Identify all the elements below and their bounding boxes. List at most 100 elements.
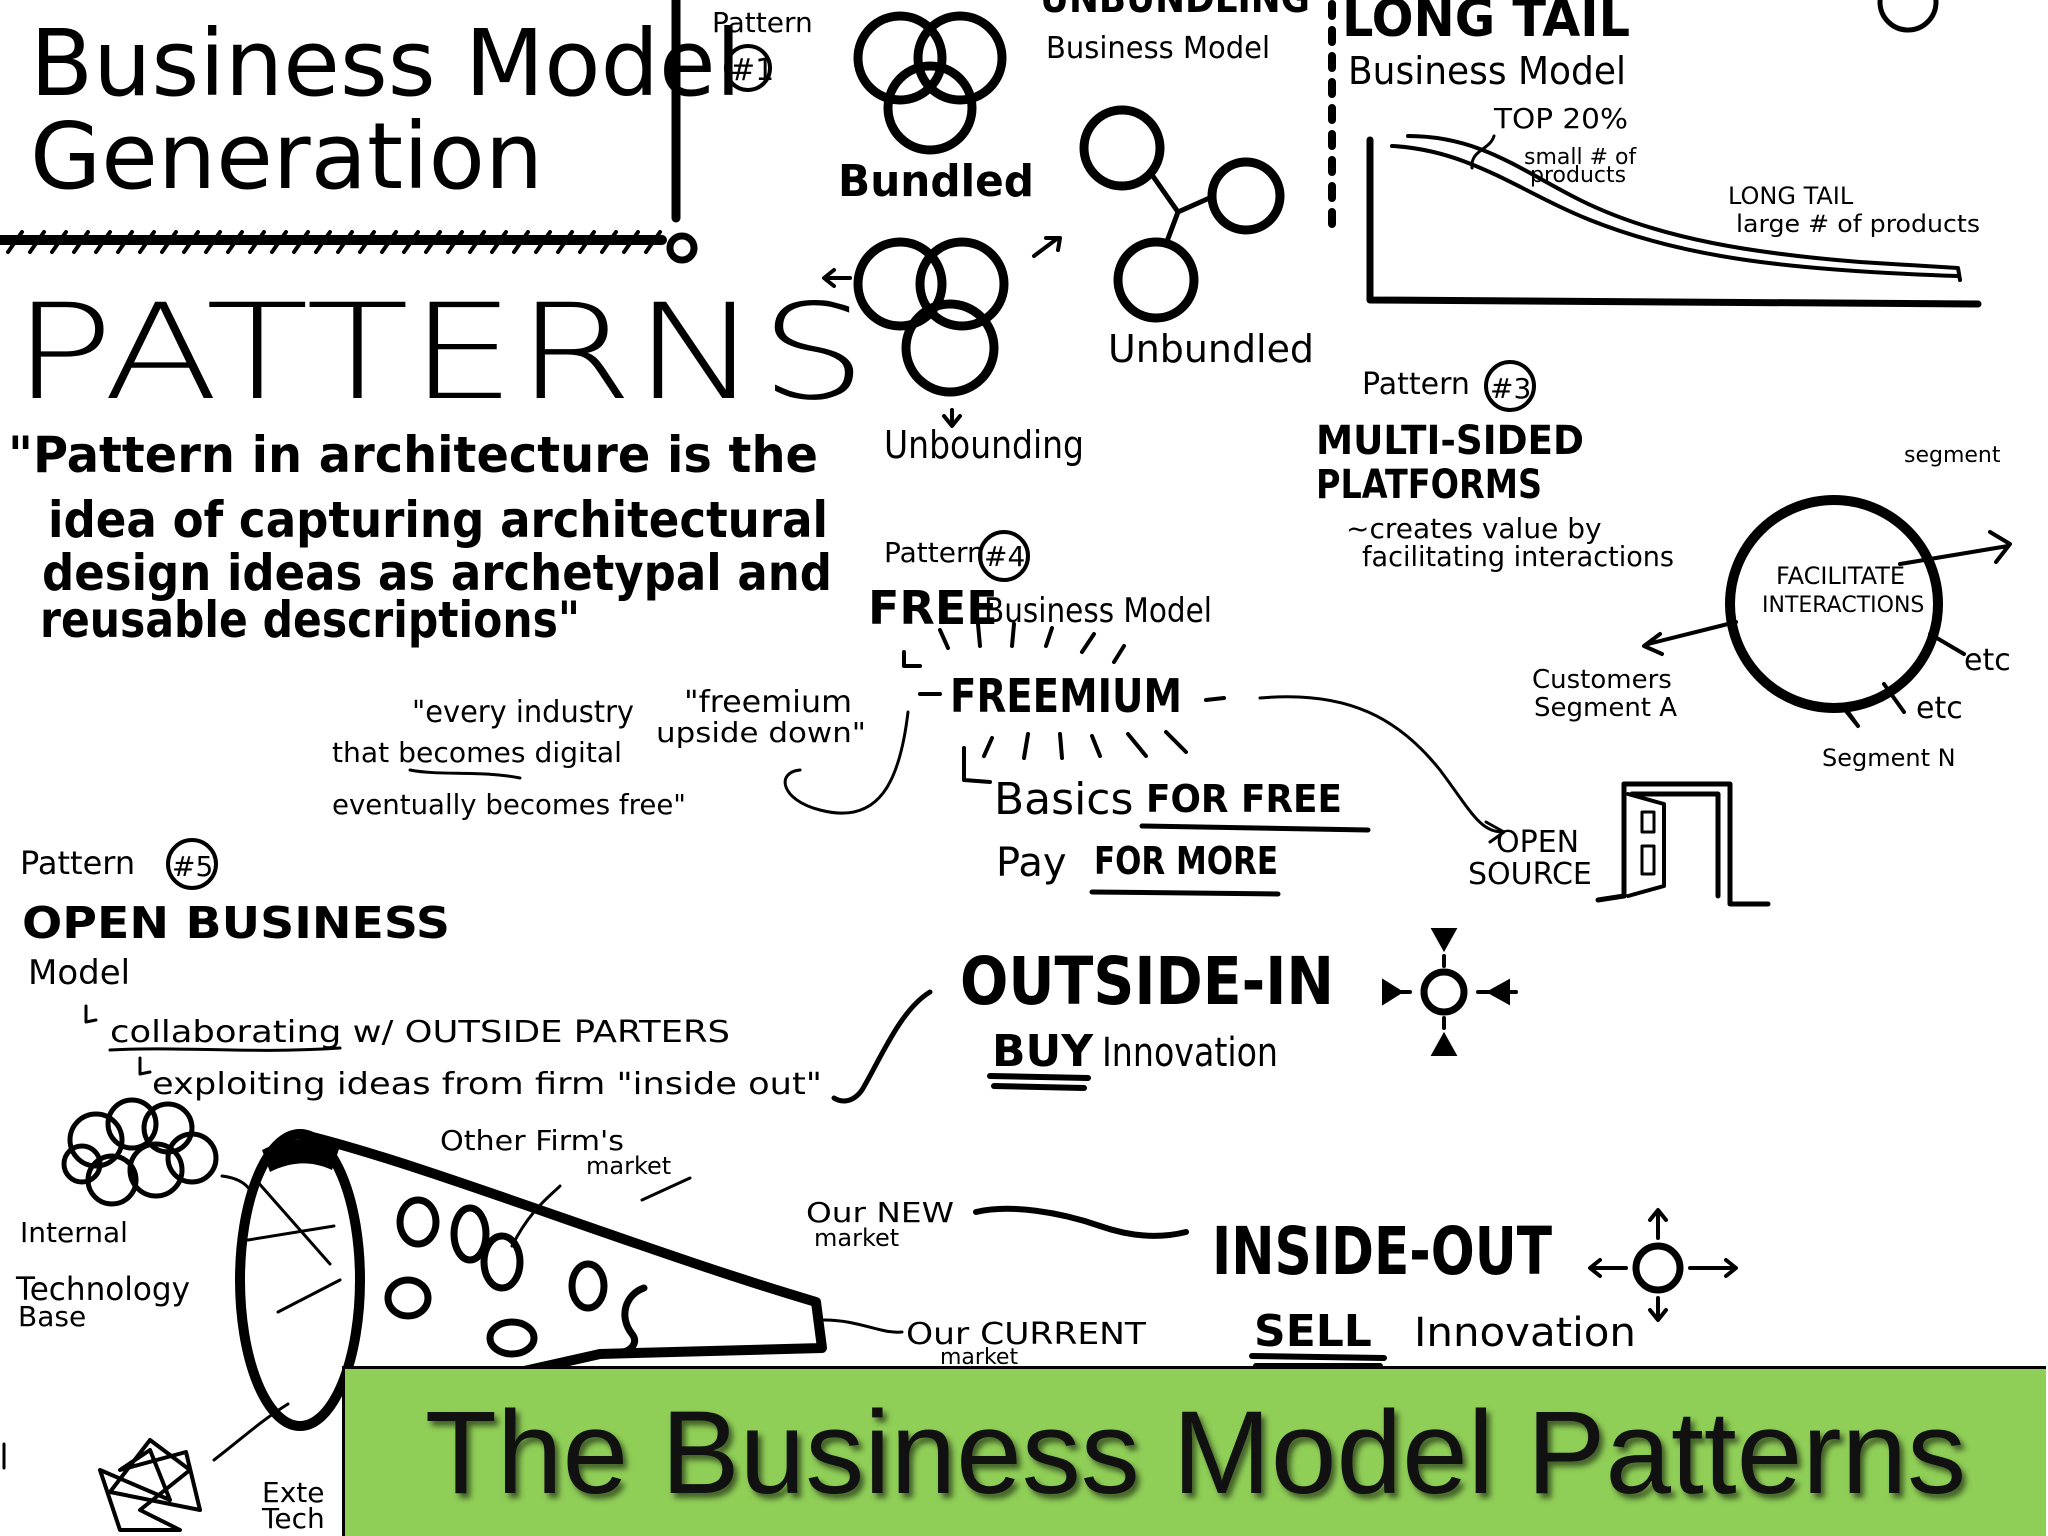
pattern4-quote-underline: [408, 768, 522, 780]
header-title-line2: Generation: [30, 103, 543, 210]
pattern5-label: Pattern: [20, 844, 135, 882]
open-innovation-funnel-icon: [61, 1097, 904, 1532]
banner-title: The Business Model Patterns: [424, 1386, 1967, 1519]
internal-line3: Base: [18, 1300, 86, 1333]
outside-in-connector: [831, 989, 933, 1104]
pattern2-title: LONG TAIL: [1342, 0, 1630, 49]
quote-line: "Pattern in architecture is the: [8, 426, 818, 484]
pattern3-label: Pattern: [1362, 367, 1470, 402]
pattern4-basics: Basics: [994, 774, 1133, 825]
pattern2-longtail-line2: large # of products: [1736, 210, 1980, 238]
pattern4-number-circle: [978, 530, 1030, 582]
buy-underline: [987, 1073, 1091, 1091]
freemium-burst-icon: [902, 622, 1226, 784]
pattern4-open-line1: OPEN: [1496, 825, 1579, 860]
patterns-heading: PATTERNS: [12, 276, 867, 430]
pattern4-quote1-line1: "every industry: [412, 695, 634, 730]
pattern1-number: #1: [730, 53, 774, 88]
outside-in-title: OUTSIDE-IN: [960, 943, 1334, 1020]
pattern4-for-more: FOR MORE: [1094, 839, 1278, 883]
pattern1-label: Pattern: [712, 6, 813, 39]
outside-in-buy: BUY: [992, 1026, 1094, 1077]
pattern4-freemium: FREEMIUM: [950, 669, 1182, 723]
pattern5-line2: exploiting ideas from firm "inside out": [152, 1067, 822, 1102]
current-market-line2: market: [940, 1345, 1018, 1370]
for-free-underline: [1139, 823, 1371, 833]
pattern4-quote2-line1: "freemium: [684, 685, 852, 720]
title-banner: The Business Model Patterns: [342, 1366, 2046, 1536]
pattern4-label: Pattern: [884, 536, 985, 569]
pattern4-subtitle: Business Model: [984, 591, 1212, 631]
new-market-line1: Our NEW: [806, 1196, 954, 1229]
unbounding-label: Unbounding: [884, 423, 1084, 467]
sell-underline: [1249, 1353, 1387, 1369]
outside-in-buy-rest: Innovation: [1102, 1030, 1278, 1076]
pattern3-desc-line2: facilitating interactions: [1362, 540, 1674, 573]
pattern3-segment-top: segment: [1904, 443, 2001, 468]
inside-out-sell-rest: Innovation: [1414, 1310, 1636, 1356]
pattern2-number-circle: [1877, 0, 1939, 33]
external-line2: Tech: [261, 1502, 325, 1535]
pattern4-quote2-line2: upside down": [656, 716, 866, 749]
external-line1: Exte: [262, 1476, 324, 1509]
pattern2-subtitle: Business Model: [1348, 49, 1626, 93]
freemium-to-open-source-arrow: [1258, 695, 1506, 844]
pattern4-open-line2: SOURCE: [1468, 857, 1592, 892]
collaborating-underline: [108, 1046, 342, 1052]
bundled-venn-icon: [853, 11, 1007, 155]
long-tail-chart-icon: [1366, 134, 1982, 308]
pattern5-title: OPEN BUSINESS: [22, 898, 450, 949]
pattern3-segment-n: Segment N: [1822, 744, 1956, 772]
pattern4-free: FREE: [868, 581, 998, 635]
pattern1-number-circle: [724, 44, 772, 92]
patterns-quote: "Pattern in architecture is the idea of …: [8, 426, 832, 649]
pattern5-line1: collaborating w/ OUTSIDE PARTERS: [110, 1015, 730, 1050]
pattern4-quote1-line3: eventually becomes free": [332, 788, 686, 821]
pattern4-quote1-line2: that becomes digital: [332, 736, 622, 769]
pattern5: Pattern #5 OPEN BUSINESS Model collabora…: [2, 838, 1738, 1535]
pattern1: Pattern #1 UNBUNDLING Business Model Bun…: [712, 0, 1314, 467]
inside-out-arrows-icon: [1588, 1208, 1738, 1322]
pattern3-title-line2: PLATFORMS: [1316, 462, 1542, 508]
current-market-line1: Our CURRENT: [906, 1317, 1147, 1352]
pattern2-top: TOP 20%: [1493, 102, 1628, 135]
pattern3-title-line1: MULTI-SIDED: [1316, 418, 1584, 464]
pattern3-number-circle: [1484, 360, 1536, 412]
pattern3-customer-line1: Customers: [1532, 665, 1672, 695]
pattern2-small-line1: small # of: [1524, 145, 1637, 170]
platform-circle-icon: [1642, 495, 2012, 728]
inside-out-connector: [973, 1205, 1189, 1239]
for-more-underline: [1089, 889, 1281, 897]
pattern3-etc1: etc: [1964, 643, 2011, 678]
other-firm-line1: Other Firm's: [440, 1124, 624, 1157]
pattern4-connector: [783, 710, 910, 815]
pattern2: LONG TAIL Business Model TOP 20% small #…: [1328, 0, 1982, 308]
pattern2-small-line2: products: [1530, 163, 1626, 188]
pattern3-customer-line2: Segment A: [1534, 693, 1677, 723]
pattern4-pay: Pay: [996, 840, 1067, 886]
other-firm-line2: market: [586, 1152, 671, 1180]
header-title: Business Model Generation: [30, 10, 741, 210]
pattern2-longtail-line1: LONG TAIL: [1728, 182, 1854, 210]
pattern3: Pattern #3 MULTI-SIDED PLATFORMS ~create…: [1316, 360, 2012, 772]
unbundled-label: Unbundled: [1108, 327, 1314, 371]
internal-line1: Internal: [20, 1216, 128, 1249]
header-title-line1: Business Model: [30, 10, 741, 117]
quote-line: idea of capturing architectural: [48, 491, 828, 549]
inside-out-title: INSIDE-OUT: [1212, 1213, 1552, 1290]
pattern1-subtitle: Business Model: [1046, 31, 1270, 66]
pattern3-etc2: etc: [1916, 691, 1963, 726]
quote-line: reusable descriptions": [40, 591, 580, 649]
internal-line2: Technology: [15, 1270, 190, 1308]
unbundled-network-icon: [1079, 105, 1285, 323]
pattern3-desc-line1: ~creates value by: [1346, 512, 1602, 545]
new-market-line2: market: [814, 1224, 899, 1252]
unbounding-venn-icon: [822, 236, 1062, 428]
pattern1-title: UNBUNDLING: [1040, 0, 1310, 22]
platform-circle-line2: INTERACTIONS: [1762, 593, 1924, 618]
platform-circle-line1: FACILITATE: [1776, 562, 1905, 590]
pattern5-number-circle: [166, 838, 218, 890]
pattern3-number: #3: [1490, 372, 1531, 405]
pattern4-number: #4: [984, 540, 1025, 573]
